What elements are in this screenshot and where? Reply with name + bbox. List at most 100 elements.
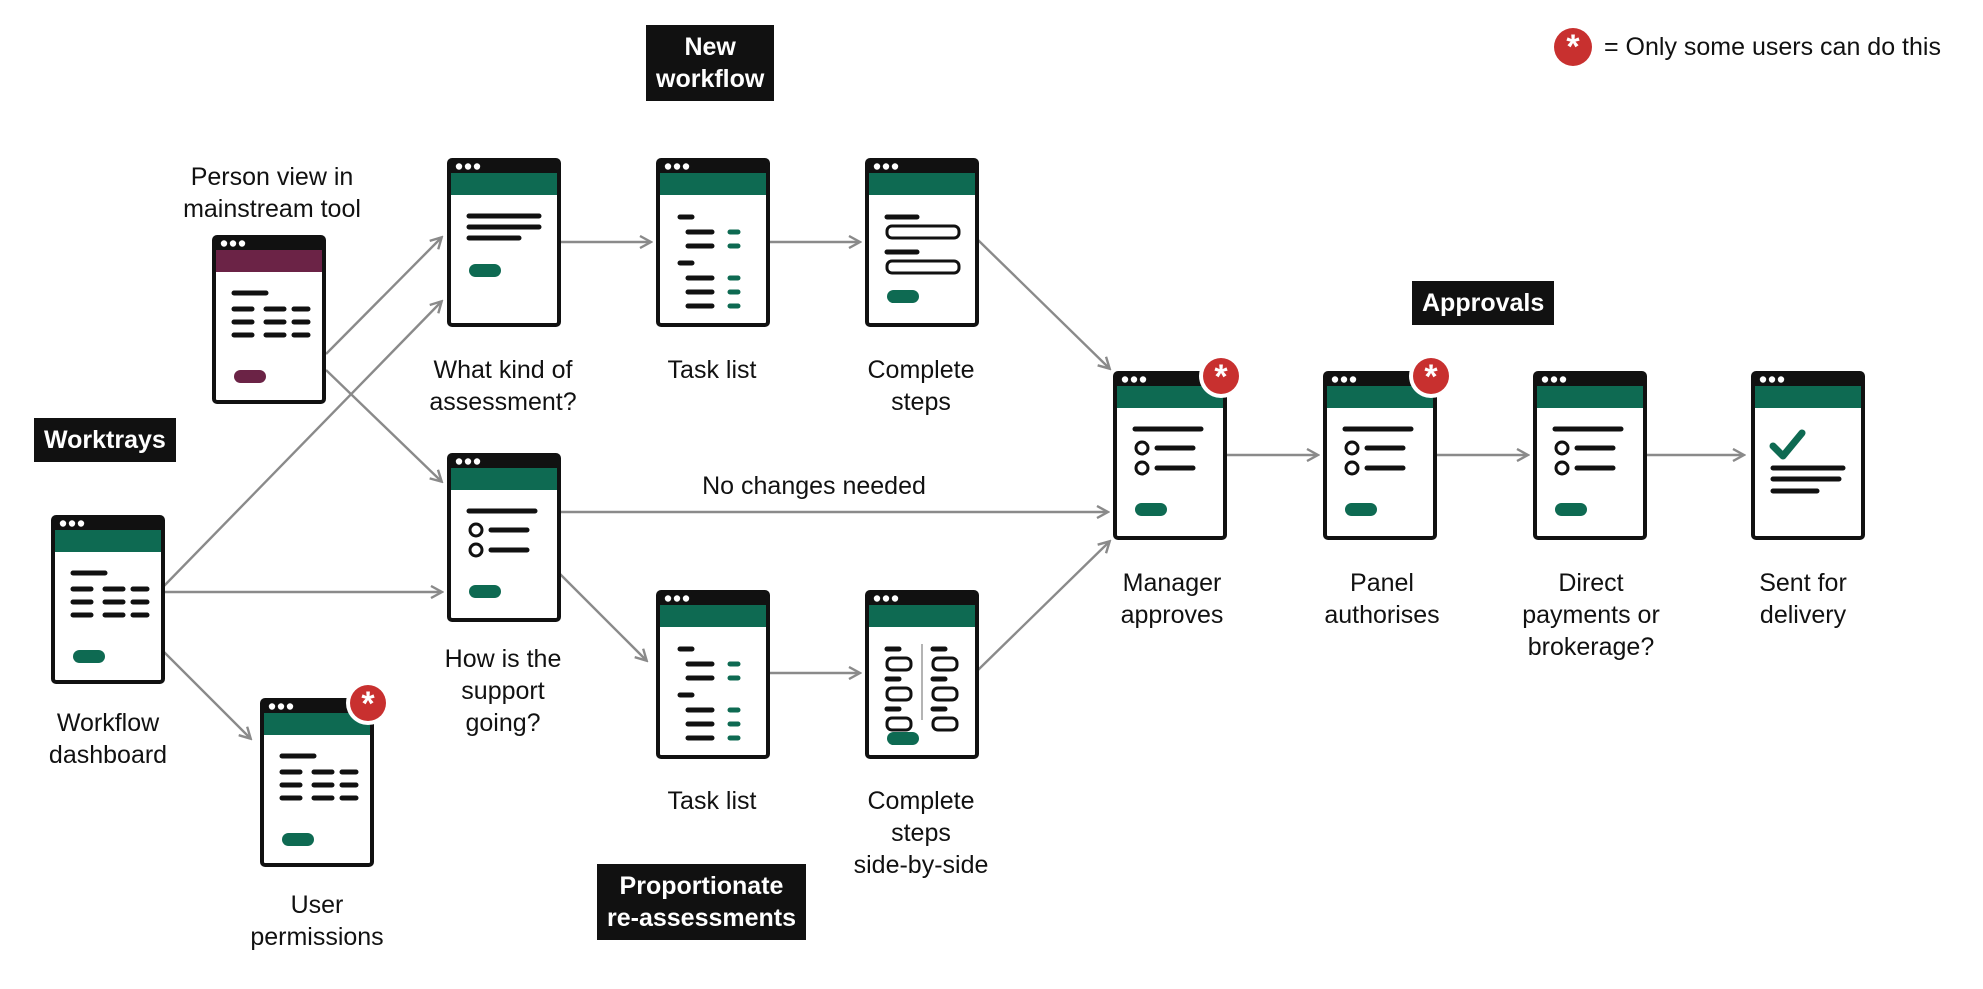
window-titlebar	[1753, 373, 1863, 386]
window-dot-icon	[268, 703, 276, 710]
window-header	[869, 605, 975, 627]
tag-worktrays: Worktrays	[34, 418, 176, 462]
arrow-person-view-to-what-kind	[325, 238, 441, 355]
label-task-list-bottom: Task list	[668, 785, 757, 817]
window-header	[1117, 386, 1223, 408]
label-manager-approves-line-1: Manager	[1122, 569, 1222, 597]
label-user-permissions-line-1: User	[290, 891, 344, 919]
window-dot-icon	[873, 595, 881, 602]
radio-circle	[1134, 460, 1150, 476]
window-dot-icon	[1541, 376, 1549, 383]
arrow-workflow-dashboard-to-user-permissions	[162, 650, 250, 738]
radio-circle	[1344, 440, 1360, 456]
screen-manager-approves: *	[1113, 354, 1243, 540]
label-sent-for-delivery: Sent for delivery	[1759, 567, 1847, 631]
button-shape	[469, 264, 501, 277]
button-shape	[282, 833, 314, 846]
label-person-view-line-2: mainstream tool	[183, 195, 361, 223]
legend-text: = Only some users can do this	[1604, 32, 1941, 61]
window-dot-icon	[1340, 376, 1348, 383]
label-panel-authorises-line-2: authorises	[1324, 601, 1440, 629]
radio-circle	[1134, 440, 1150, 456]
screen-complete-steps-top	[865, 158, 979, 327]
label-direct-payments-line-2: payments or	[1522, 601, 1660, 629]
screen-person-view	[212, 235, 326, 404]
tag-proportionate: Proportionate re-assessments	[597, 864, 807, 940]
arrow-workflow-dashboard-to-what-kind	[162, 302, 441, 588]
window-header	[451, 173, 557, 195]
tag-new-workflow-line-2: workflow	[656, 65, 765, 93]
label-direct-payments: Direct payments or brokerage?	[1522, 567, 1660, 663]
tag-proportionate-line-2: re-assessments	[607, 904, 797, 932]
window-dot-icon	[286, 703, 294, 710]
arrow-person-view-to-how-support	[325, 369, 441, 481]
screen-complete-side	[865, 590, 979, 759]
tag-proportionate-line-1: Proportionate	[619, 872, 784, 900]
window-dot-icon	[673, 163, 681, 170]
label-workflow-dashboard-line-1: Workflow	[56, 709, 160, 737]
window-dot-icon	[1559, 376, 1567, 383]
window-titlebar	[658, 592, 768, 605]
arrow-complete-side-to-manager-approves	[977, 542, 1109, 671]
label-panel-authorises-line-1: Panel	[1350, 569, 1414, 597]
window-dot-icon	[464, 163, 472, 170]
input-box	[885, 259, 961, 275]
label-complete-side-line-1: Complete	[867, 787, 975, 815]
radio-circle	[1554, 440, 1570, 456]
edge-label-no-changes-text: No changes needed	[702, 472, 926, 500]
window-header	[451, 468, 557, 490]
button-shape	[1135, 503, 1167, 516]
window-titlebar	[1535, 373, 1645, 386]
asterisk-glyph: *	[361, 685, 375, 723]
window-dot-icon	[664, 595, 672, 602]
window-dot-icon	[873, 163, 881, 170]
window-dot-icon	[1777, 376, 1785, 383]
screens: * * *	[51, 158, 1865, 867]
window-dot-icon	[1550, 376, 1558, 383]
label-what-kind-line-1: What kind of	[433, 356, 573, 384]
button-shape	[1345, 503, 1377, 516]
button-shape	[1555, 503, 1587, 516]
input-box	[885, 656, 913, 672]
label-complete-side-line-2: steps	[891, 819, 951, 847]
window-dot-icon	[1349, 376, 1357, 383]
radio-circle	[1554, 460, 1570, 476]
window-dot-icon	[1139, 376, 1147, 383]
label-person-view-line-1: Person view in	[190, 163, 354, 191]
asterisk-icon: *	[1554, 28, 1592, 66]
screen-workflow-dashboard	[51, 515, 165, 684]
window-titlebar	[449, 455, 559, 468]
window-header	[55, 530, 161, 552]
window-dot-icon	[673, 595, 681, 602]
window-titlebar	[449, 160, 559, 173]
asterisk-glyph: *	[1214, 358, 1228, 396]
label-task-list-bottom-line-1: Task list	[667, 787, 757, 815]
input-box	[885, 686, 913, 702]
label-workflow-dashboard: Workflow dashboard	[49, 707, 167, 771]
arrow-complete-steps-top-to-manager-approves	[977, 239, 1109, 368]
button-shape	[73, 650, 105, 663]
window-dot-icon	[473, 163, 481, 170]
window-titlebar	[867, 160, 977, 173]
label-task-list-top-line-1: Task list	[667, 356, 757, 384]
label-what-kind: What kind of assessment?	[429, 354, 576, 418]
screen-panel-authorises: *	[1323, 354, 1453, 540]
screen-how-support	[447, 453, 561, 622]
input-box	[885, 224, 961, 240]
window-dot-icon	[1121, 376, 1129, 383]
restricted-asterisk-icon	[1203, 358, 1239, 394]
window-header	[264, 713, 370, 735]
input-box	[885, 716, 913, 732]
tag-new-workflow: New workflow	[646, 25, 775, 101]
window-dot-icon	[891, 163, 899, 170]
window-dot-icon	[68, 520, 76, 527]
tag-worktrays-text: Worktrays	[44, 426, 166, 454]
window-dot-icon	[229, 240, 237, 247]
window-header	[660, 173, 766, 195]
label-how-support-line-1: How is the	[444, 645, 562, 673]
label-what-kind-line-2: assessment?	[429, 388, 577, 416]
restricted-asterisk-icon	[350, 685, 386, 721]
window-dot-icon	[277, 703, 285, 710]
label-direct-payments-line-3: brokerage?	[1527, 633, 1655, 661]
